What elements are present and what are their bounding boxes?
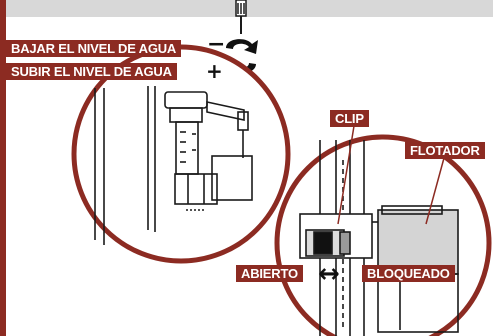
label-bajar-nivel: BAJAR EL NIVEL DE AGUA bbox=[6, 40, 182, 57]
plus-sign: + bbox=[206, 59, 223, 83]
double-arrow-icon: ↔ bbox=[318, 259, 340, 289]
label-bloqueado: BLOQUEADO bbox=[362, 265, 455, 282]
screwdriver-illustration bbox=[235, 0, 247, 34]
zoom-circle-top bbox=[71, 44, 291, 264]
zoom-circle-bottom bbox=[274, 125, 492, 336]
label-flotador: FLOTADOR bbox=[405, 142, 485, 159]
minus-sign: − bbox=[207, 32, 226, 57]
label-abierto: ABIERTO bbox=[236, 265, 303, 282]
label-subir-nivel: SUBIR EL NIVEL DE AGUA bbox=[6, 63, 177, 80]
left-accent-bar bbox=[0, 0, 6, 336]
label-clip: CLIP bbox=[330, 110, 369, 127]
